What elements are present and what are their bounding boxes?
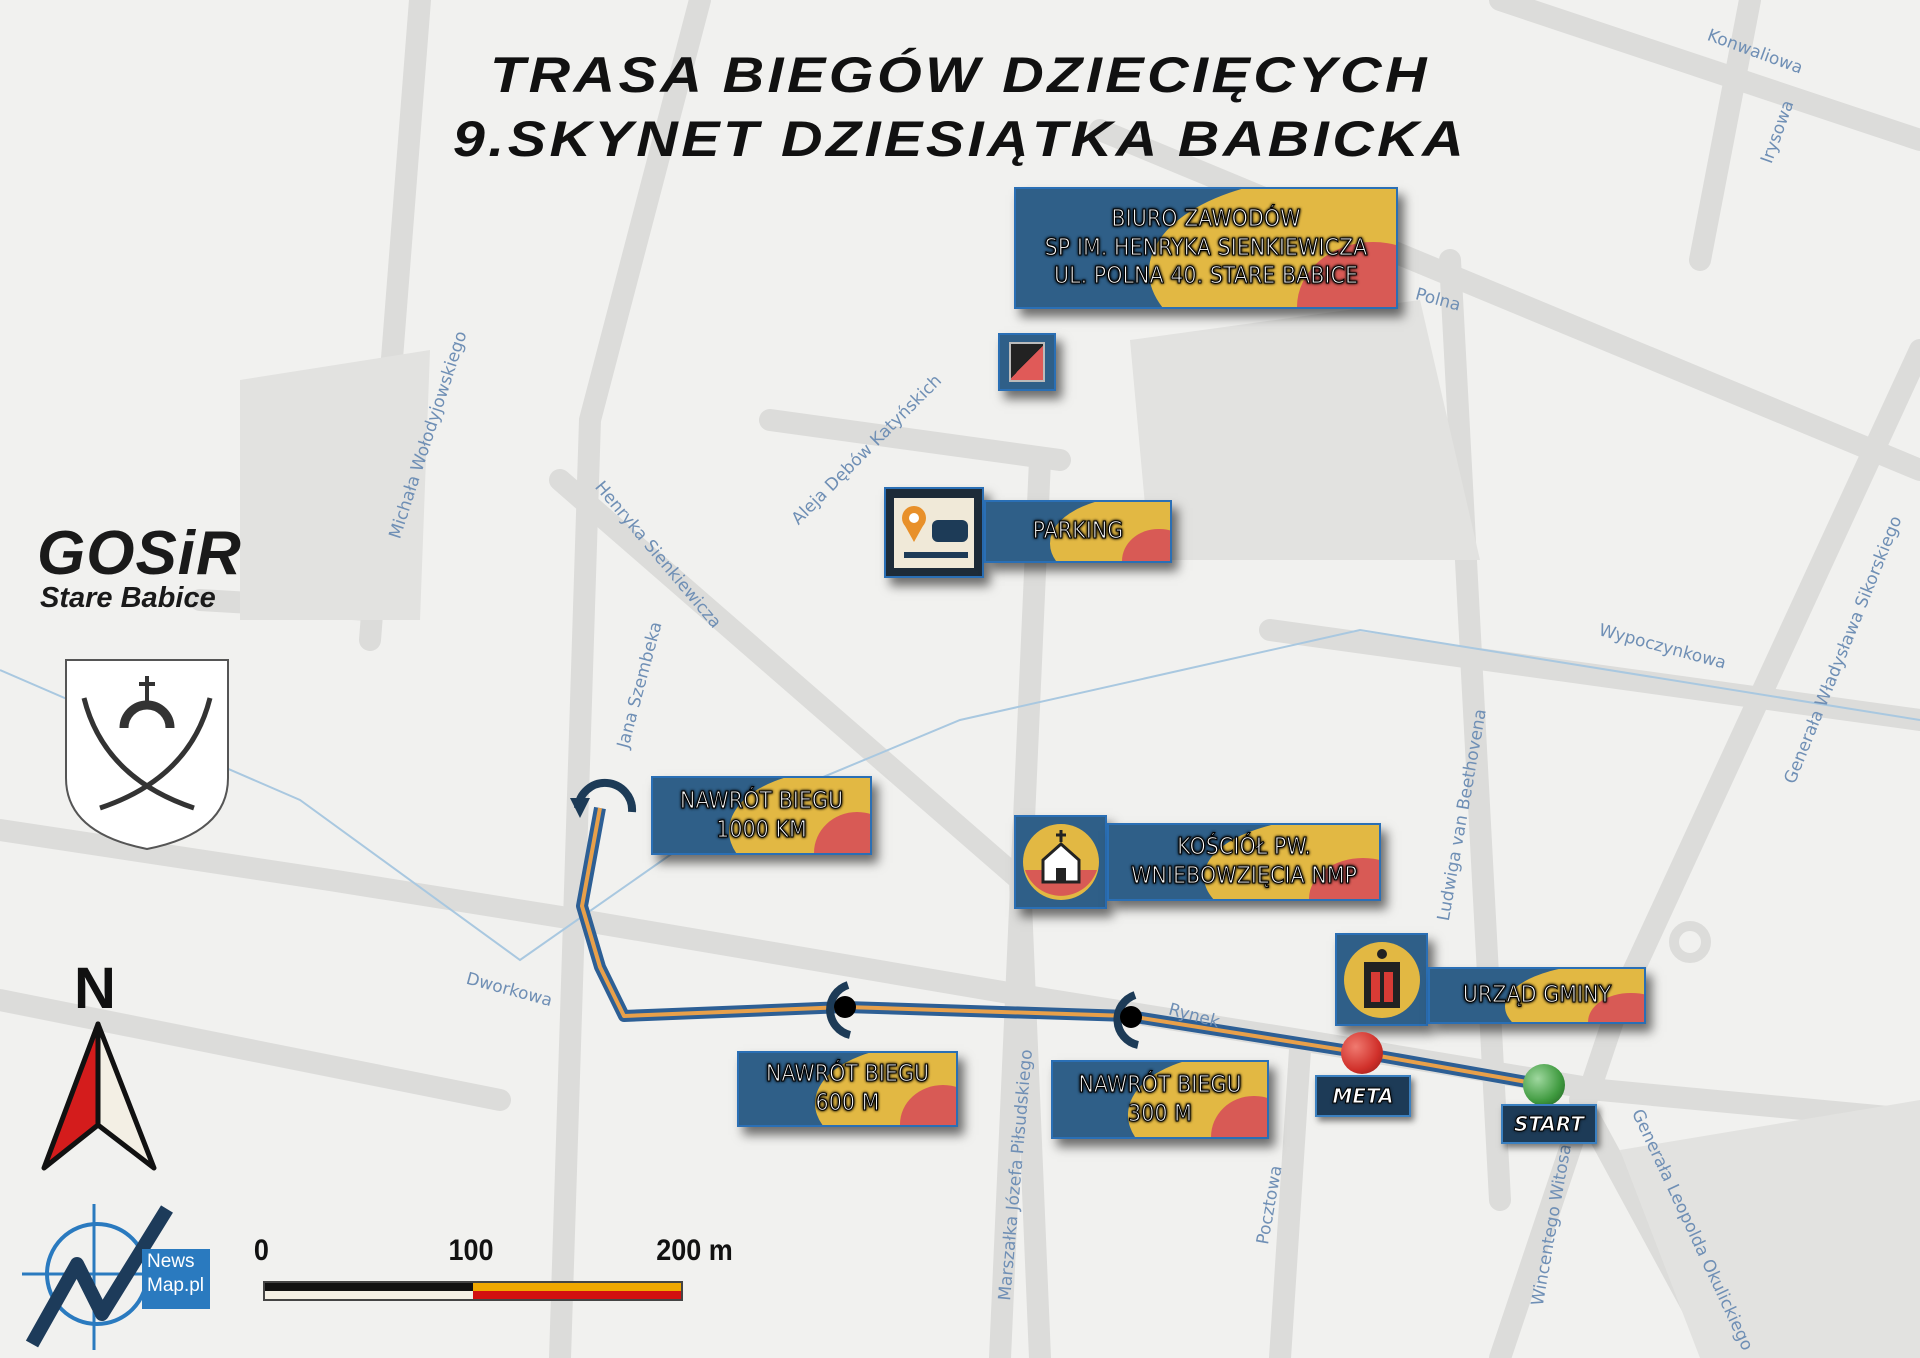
town-hall-icon: [1335, 933, 1428, 1026]
map-title-line2: 9.SKYNET DZIESIĄTKA BABICKA: [452, 111, 1468, 167]
race-office-line: UL. POLNA 40. STARE BABICE: [1053, 263, 1359, 290]
race-office-line: SP IM. HENRYKA SIENKIEWICZA: [1044, 234, 1368, 261]
school-book-icon: [998, 333, 1056, 391]
start-label: START: [1501, 1104, 1597, 1144]
race-office-label: BIURO ZAWODÓW SP IM. HENRYKA SIENKIEWICZ…: [1014, 187, 1398, 309]
church-icon: [1014, 815, 1107, 909]
newsmap-text-2: Map.pl: [147, 1275, 205, 1296]
turnaround-distance: 600 M: [815, 1090, 880, 1117]
newsmap-text-1: News: [147, 1251, 195, 1272]
turnaround-text: NAWRÓT BIEGU: [1078, 1071, 1242, 1098]
town-hall-text: URZĄD GMINY: [1462, 982, 1612, 1009]
scale-bar: [263, 1281, 683, 1301]
scale-label-200: 200 m: [656, 1234, 733, 1267]
church-label: KOŚCIÓŁ PW.WNIEBOWZIĘCIA NMP: [1107, 823, 1381, 901]
turnaround-text: NAWRÓT BIEGU: [679, 787, 844, 814]
finish-label: META: [1315, 1075, 1411, 1117]
parking-label: PARKING: [984, 500, 1172, 563]
route-line: [580, 807, 1545, 1087]
north-label: N: [74, 956, 116, 1021]
finish-marker: [1341, 1032, 1383, 1074]
scale-label-0: 0: [253, 1234, 269, 1267]
church-text: KOŚCIÓŁ PW.: [1177, 834, 1312, 861]
scale-label-100: 100: [448, 1234, 494, 1267]
map-title-line1: TRASA BIEGÓW DZIECIĘCYCH: [489, 47, 1430, 103]
gosir-logo-subtitle: Stare Babice: [40, 582, 216, 614]
parking-icon: [884, 487, 984, 578]
start-marker: [1523, 1064, 1565, 1106]
parking-text: PARKING: [1032, 518, 1124, 545]
turnaround-distance: 300 M: [1128, 1100, 1193, 1127]
turnaround-icons: [574, 779, 1140, 1049]
race-office-line: BIURO ZAWODÓW: [1111, 205, 1301, 232]
turnaround-distance: 1000 KM: [716, 816, 808, 843]
coat-of-arms-icon: [65, 659, 229, 851]
north-arrow-icon: [41, 1021, 157, 1171]
gosir-logo: GOSiR: [37, 519, 242, 588]
newsmap-logo-icon: [22, 1204, 210, 1350]
town-hall-label: URZĄD GMINY: [1428, 967, 1646, 1024]
turnaround-text: NAWRÓT BIEGU: [765, 1061, 930, 1088]
church-text: WNIEBOWZIĘCIA NMP: [1130, 863, 1358, 890]
